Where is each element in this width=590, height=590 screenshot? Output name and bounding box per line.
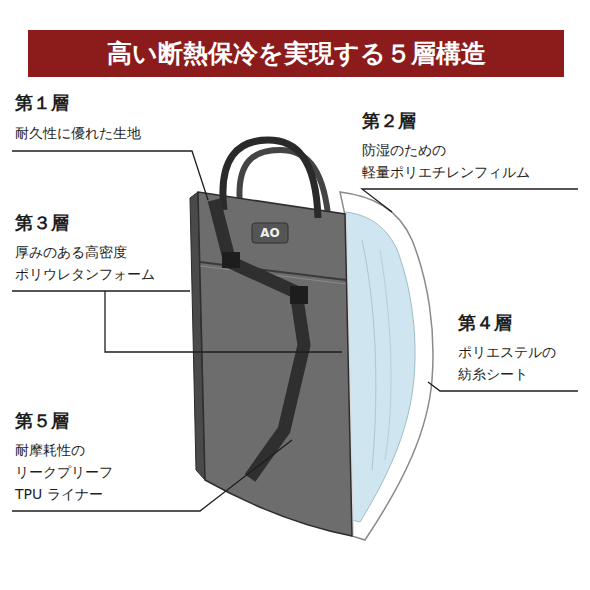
liner-fold [380, 250, 391, 460]
shoulder-strap [214, 200, 304, 478]
layer-description: TPU ライナー [15, 486, 103, 503]
layer-description: 防湿のための [362, 142, 446, 159]
layer-description: ポリウレタンフォーム [15, 266, 155, 283]
front-panel [198, 192, 352, 536]
layer-description: 軽量ポリエチレンフィルム [362, 164, 530, 181]
layer-description: ポリエステルの [458, 344, 556, 361]
liner-layer [346, 212, 415, 522]
layer-number: 第１層 [15, 92, 69, 114]
film-layer [340, 192, 433, 540]
layer-number: 第４層 [458, 312, 512, 334]
liner-fold [362, 240, 376, 470]
buckle [290, 286, 308, 304]
layer-description: 耐摩耗性の [15, 442, 85, 459]
leader-line [12, 440, 292, 511]
layer-number: 第３層 [15, 212, 69, 234]
layer-description: 紡糸シート [458, 366, 528, 383]
buckle [222, 252, 240, 268]
layer-number: 第２層 [362, 110, 416, 132]
layer-description: リークプリーフ [15, 464, 113, 481]
leader-line [12, 151, 208, 200]
layer-description: 厚みのある高密度 [15, 244, 127, 261]
layer-number: 第５層 [15, 410, 69, 432]
title: 高い断熱保冷を実現する５層構造 [107, 39, 486, 69]
leader-lines [12, 151, 578, 511]
logo-patch [252, 223, 288, 243]
title-banner: 高い断熱保冷を実現する５層構造 [28, 30, 564, 77]
logo-text: AO [260, 226, 280, 240]
handle [223, 140, 318, 218]
layer-description: 耐久性に優れた生地 [15, 125, 141, 142]
leader-line [12, 291, 342, 352]
leader-line [428, 382, 578, 391]
leader-line [362, 189, 578, 212]
